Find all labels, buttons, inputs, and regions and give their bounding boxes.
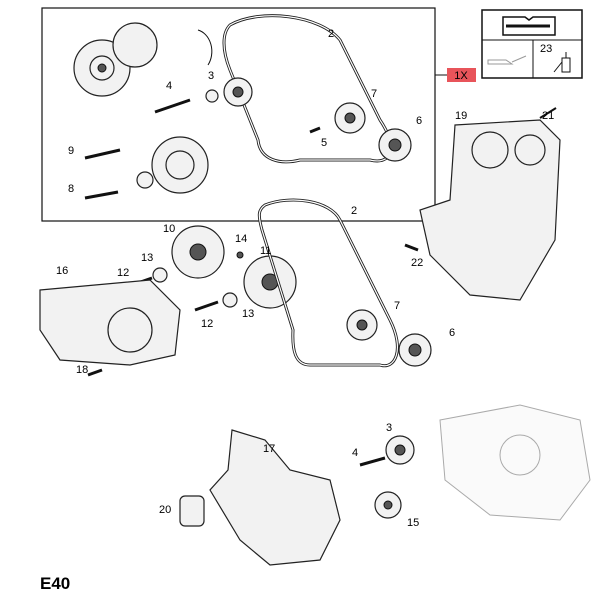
front-timing-cover-16	[39, 279, 181, 377]
callout-7-lower: 7	[394, 300, 400, 312]
callout-17: 17	[263, 443, 275, 455]
lower-cover-17	[209, 429, 341, 566]
callout-2: 2	[328, 28, 334, 40]
engine-block-ghost	[439, 404, 591, 521]
bolt-4-upper	[154, 98, 191, 114]
sealant-tube-icon	[553, 52, 571, 73]
tool-panel: 23	[481, 9, 583, 79]
oil-can-icon	[487, 55, 527, 65]
callout-4: 4	[166, 80, 172, 92]
crank-gear-15	[374, 491, 402, 519]
callout-8: 8	[68, 183, 74, 195]
bolts-8-9	[84, 126, 321, 200]
kit-frame	[41, 7, 436, 222]
callout-22: 22	[411, 257, 423, 269]
seal-20	[179, 495, 205, 527]
quantity-badge: 1X	[447, 68, 476, 82]
svg-text:23: 23	[540, 43, 552, 55]
callout-16: 16	[56, 265, 68, 277]
callout-5: 5	[321, 137, 327, 149]
tensioner-pulley-upper	[205, 77, 253, 107]
rear-timing-cover	[404, 107, 561, 301]
idler-pulley-6-lower	[398, 333, 432, 367]
callout-18: 18	[76, 364, 88, 376]
callout-15: 15	[407, 517, 419, 529]
manual-wrench-icon	[502, 16, 556, 36]
water-pump	[73, 22, 213, 97]
callout-13: 13	[141, 252, 153, 264]
svg-text:1X: 1X	[454, 70, 468, 82]
idler-pulley-6-upper	[378, 128, 412, 162]
callout-labels: 2 3 4 7 6 5 9 8 19 21 10 14 11 2 13 12 1…	[56, 28, 554, 529]
callout-3: 3	[208, 70, 214, 82]
diagram-code: E40	[40, 574, 70, 593]
callout-6: 6	[416, 115, 422, 127]
callout-6-lower: 6	[449, 327, 455, 339]
callout-19: 19	[455, 110, 467, 122]
callout-10: 10	[163, 223, 175, 235]
callout-12: 12	[117, 267, 129, 279]
callout-13-lower: 13	[242, 308, 254, 320]
callout-3-lower: 3	[386, 422, 392, 434]
callout-9: 9	[68, 145, 74, 157]
callout-11: 11	[260, 245, 271, 257]
callout-21: 21	[542, 110, 554, 122]
idler-pulley-7-upper	[334, 102, 366, 134]
crank-sprocket	[136, 136, 209, 194]
timing-belt-upper	[222, 14, 393, 164]
tensioner-3-lower	[359, 435, 415, 467]
callout-2-lower: 2	[351, 205, 357, 217]
washers-13	[152, 251, 244, 308]
callout-20: 20	[159, 504, 171, 516]
callout-4-lower: 4	[352, 447, 358, 459]
timing-belt-lower	[257, 198, 399, 368]
callout-14: 14	[235, 233, 247, 245]
camshaft-sprocket-11	[243, 255, 297, 309]
callout-7: 7	[371, 88, 377, 100]
idler-pulley-7-lower	[346, 309, 378, 341]
callout-12-lower: 12	[201, 318, 213, 330]
camshaft-sprocket-10	[171, 225, 225, 279]
